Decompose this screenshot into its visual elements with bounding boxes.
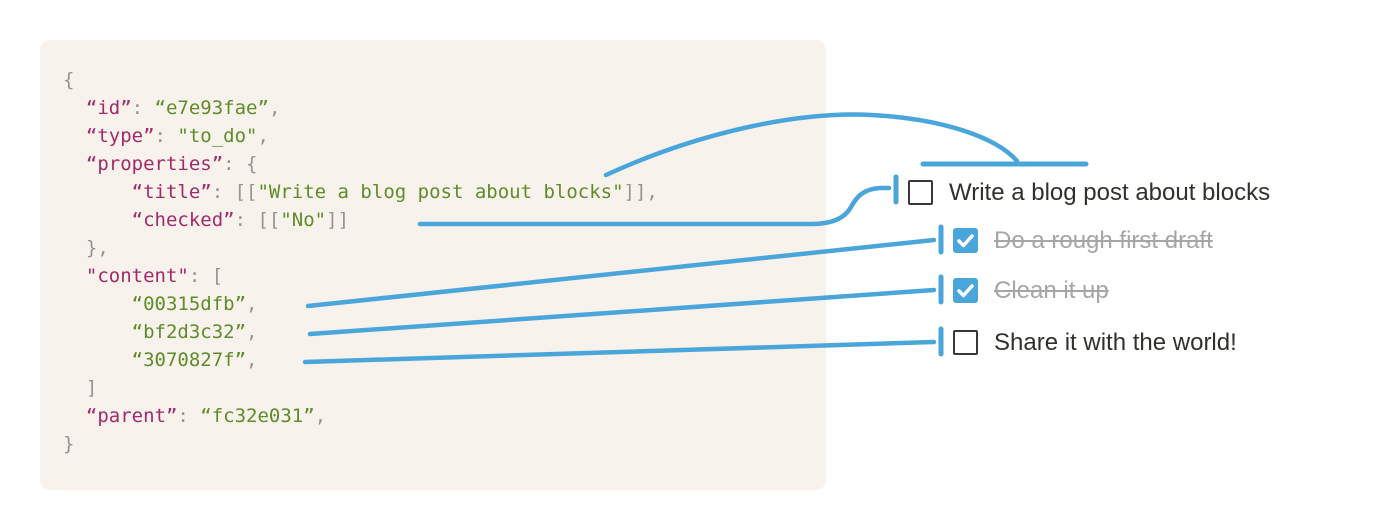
code-token: ,	[246, 349, 258, 371]
code-token: : [[	[234, 209, 281, 231]
code-token: :	[131, 97, 155, 119]
code-token: },	[85, 237, 109, 259]
code-token: “checked”	[131, 209, 235, 231]
code-token: “3070827f”	[131, 349, 247, 371]
code-token	[63, 265, 86, 287]
code-token: ]	[85, 377, 98, 399]
code-token: : [	[188, 265, 224, 287]
todo-item-3: Clean it up	[953, 278, 1109, 303]
code-token: “parent”	[85, 405, 178, 427]
code-token: ,	[246, 321, 258, 343]
code-token: “bf2d3c32”	[131, 321, 247, 343]
code-token	[63, 293, 132, 315]
todo-checkbox-checked[interactable]	[953, 278, 978, 303]
code-token: “e7e93fae”	[154, 97, 269, 119]
todo-item-2: Do a rough first draft	[953, 228, 1213, 253]
code-token	[63, 237, 86, 259]
code-token	[63, 349, 132, 371]
code-token	[63, 97, 86, 119]
code-token	[63, 153, 86, 175]
code-token: "to_do"	[177, 125, 258, 147]
code-token: ]]	[326, 209, 350, 231]
code-token: "Write a blog post about blocks"	[257, 181, 624, 203]
code-token: “type”	[85, 125, 155, 147]
todo-label: Write a blog post about blocks	[949, 179, 1271, 206]
todo-label: Share it with the world!	[994, 329, 1237, 356]
todo-checkbox-unchecked[interactable]	[953, 330, 978, 355]
checkmark-icon	[957, 284, 974, 298]
json-code-block: { “id”: “e7e93fae”, “type”: "to_do", “pr…	[40, 40, 826, 490]
code-token: ,	[246, 293, 258, 315]
code-content: { “id”: “e7e93fae”, “type”: "to_do", “pr…	[40, 40, 826, 458]
code-token	[63, 181, 132, 203]
code-token: “id”	[85, 97, 132, 119]
code-token: “properties”	[85, 153, 224, 175]
checkmark-icon	[957, 234, 974, 248]
code-token: "content"	[85, 265, 189, 287]
todo-checkbox-unchecked[interactable]	[908, 180, 933, 205]
code-token	[63, 209, 132, 231]
code-token: : {	[223, 153, 258, 175]
code-token: ]],	[623, 181, 658, 203]
code-token	[63, 321, 132, 343]
code-token: }	[63, 433, 75, 455]
code-token: :	[154, 125, 178, 147]
todo-checkbox-checked[interactable]	[953, 228, 978, 253]
code-token	[63, 377, 86, 399]
code-token: : [[	[211, 181, 258, 203]
todo-label: Clean it up	[994, 277, 1109, 304]
code-token: ,	[268, 97, 281, 119]
todo-label: Do a rough first draft	[994, 227, 1213, 254]
code-token: “00315dfb”	[131, 293, 247, 315]
code-token: {	[63, 69, 75, 91]
code-token: :	[177, 405, 201, 427]
code-token: “title”	[131, 181, 212, 203]
code-token: ,	[314, 405, 327, 427]
todo-item-4: Share it with the world!	[953, 330, 1237, 355]
code-token: ,	[257, 125, 269, 147]
code-token	[63, 125, 86, 147]
code-token: “fc32e031”	[200, 405, 315, 427]
code-token: "No"	[280, 209, 327, 231]
todo-item-1: Write a blog post about blocks	[908, 180, 1270, 205]
code-token	[63, 405, 86, 427]
